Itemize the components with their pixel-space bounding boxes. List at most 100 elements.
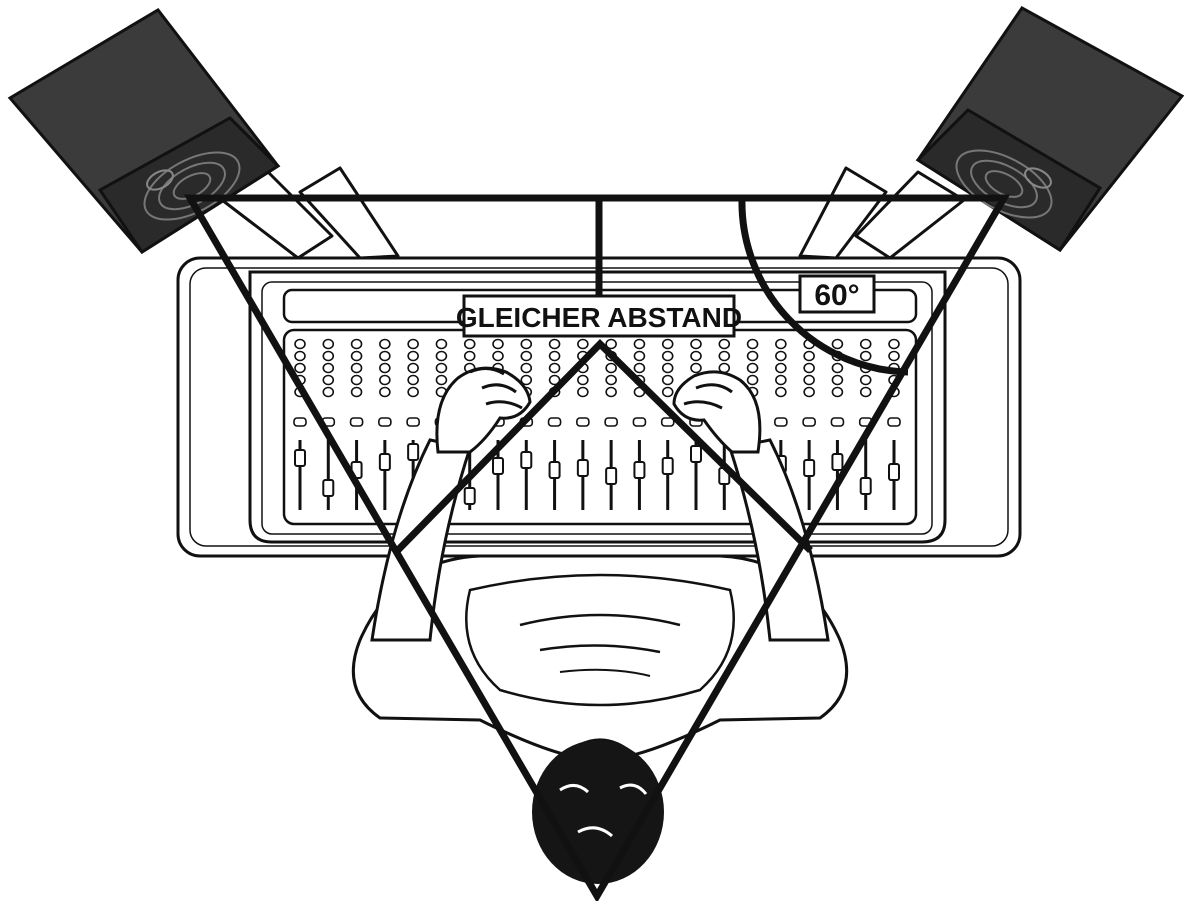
- fader-cap-icon: [803, 459, 816, 477]
- knob-icon: [690, 338, 702, 350]
- knob-icon: [520, 338, 533, 350]
- channel-button-icon: [349, 417, 364, 427]
- channel-strip: [604, 338, 618, 510]
- knob-icon: [633, 362, 646, 374]
- knob-icon: [803, 374, 815, 386]
- knob-icon: [322, 338, 335, 350]
- knob-icon: [746, 338, 759, 350]
- fader-cap-icon: [690, 445, 702, 463]
- knob-icon: [548, 350, 561, 362]
- knob-icon: [379, 386, 391, 398]
- knob-icon: [803, 386, 815, 398]
- angle-arc: [738, 197, 909, 376]
- knob-icon: [435, 374, 448, 386]
- knob-icon: [520, 362, 533, 374]
- angle-text: 60°: [814, 279, 859, 312]
- knob-icon: [775, 386, 787, 398]
- left-hand: [435, 366, 532, 454]
- knob-icon: [633, 338, 646, 350]
- knob-icon: [775, 374, 787, 386]
- knob-icon: [435, 362, 448, 374]
- knob-icon: [379, 362, 391, 374]
- angle-label: 60°: [798, 274, 876, 314]
- right-speaker: [915, 6, 1184, 253]
- knob-icon: [661, 386, 674, 398]
- knob-icon: [322, 362, 335, 374]
- knob-icon: [661, 374, 674, 386]
- channel-button-icon: [293, 417, 307, 427]
- chest: [465, 573, 735, 707]
- right-speaker-stand: [798, 166, 966, 260]
- knob-icon: [322, 350, 335, 362]
- knob-icon: [746, 350, 759, 362]
- channel-strip: [858, 338, 873, 510]
- knob-icon: [577, 374, 589, 386]
- knob-icon: [350, 362, 363, 374]
- fader-cap-icon: [831, 453, 844, 471]
- channel-button-icon: [378, 417, 392, 427]
- knob-icon: [435, 338, 448, 350]
- knob-icon: [407, 386, 419, 398]
- knob-icon: [520, 374, 533, 386]
- knob-icon: [718, 338, 731, 350]
- channel-button-icon: [802, 417, 816, 427]
- knob-icon: [294, 362, 306, 374]
- fader-cap-icon: [520, 451, 533, 469]
- knob-icon: [548, 338, 561, 350]
- knob-icon: [803, 362, 815, 374]
- knob-icon: [605, 386, 617, 398]
- channel-button-icon: [604, 417, 618, 427]
- channel-button-icon: [576, 417, 590, 427]
- equal-distance-label: GLEICHER ABSTAND: [456, 294, 742, 338]
- knob-icon: [379, 350, 391, 362]
- listener: [351, 366, 849, 884]
- knob-icon: [775, 350, 787, 362]
- knob-icon: [690, 350, 702, 362]
- knob-icon: [690, 362, 702, 374]
- knob-icon: [859, 374, 872, 386]
- knob-icon: [803, 350, 815, 362]
- knob-icon: [520, 350, 533, 362]
- knob-icon: [859, 338, 872, 350]
- knob-icon: [548, 374, 561, 386]
- knob-icon: [577, 386, 589, 398]
- fader-cap-icon: [661, 457, 674, 475]
- fader-cap-icon: [322, 479, 335, 497]
- knob-icon: [831, 386, 844, 398]
- knob-icon: [888, 350, 900, 362]
- knob-icon: [350, 386, 363, 398]
- knob-icon: [775, 362, 787, 374]
- fader-cap-icon: [605, 467, 618, 485]
- knob-icon: [407, 362, 419, 374]
- knob-icon: [492, 350, 504, 362]
- right-hand: [672, 370, 762, 454]
- channel-strip: [632, 338, 647, 510]
- knob-icon: [605, 362, 617, 374]
- knob-icon: [463, 350, 476, 362]
- channel-strip: [293, 338, 307, 510]
- stereo-triangle: [183, 194, 1011, 901]
- channel-button-icon: [887, 417, 901, 427]
- fader-cap-icon: [407, 443, 420, 461]
- channel-button-icon: [774, 417, 788, 427]
- knob-icon: [407, 338, 419, 350]
- knob-icon: [746, 362, 759, 374]
- knob-icon: [633, 350, 646, 362]
- fader-cap-icon: [463, 487, 476, 505]
- knob-icon: [605, 374, 617, 386]
- knob-icon: [831, 362, 844, 374]
- knob-icon: [548, 362, 561, 374]
- knob-icon: [605, 338, 617, 350]
- fader-cap-icon: [378, 453, 391, 471]
- fader-cap-icon: [492, 457, 504, 475]
- knob-icon: [831, 338, 844, 350]
- fader-cap-icon: [576, 459, 589, 477]
- knob-icon: [294, 350, 306, 362]
- channel-strip: [660, 338, 675, 510]
- fader-cap-icon: [888, 463, 900, 481]
- knob-icon: [831, 374, 844, 386]
- channel-button-icon: [660, 417, 675, 427]
- fader-cap-icon: [633, 461, 646, 479]
- fader-cap-icon: [294, 449, 306, 467]
